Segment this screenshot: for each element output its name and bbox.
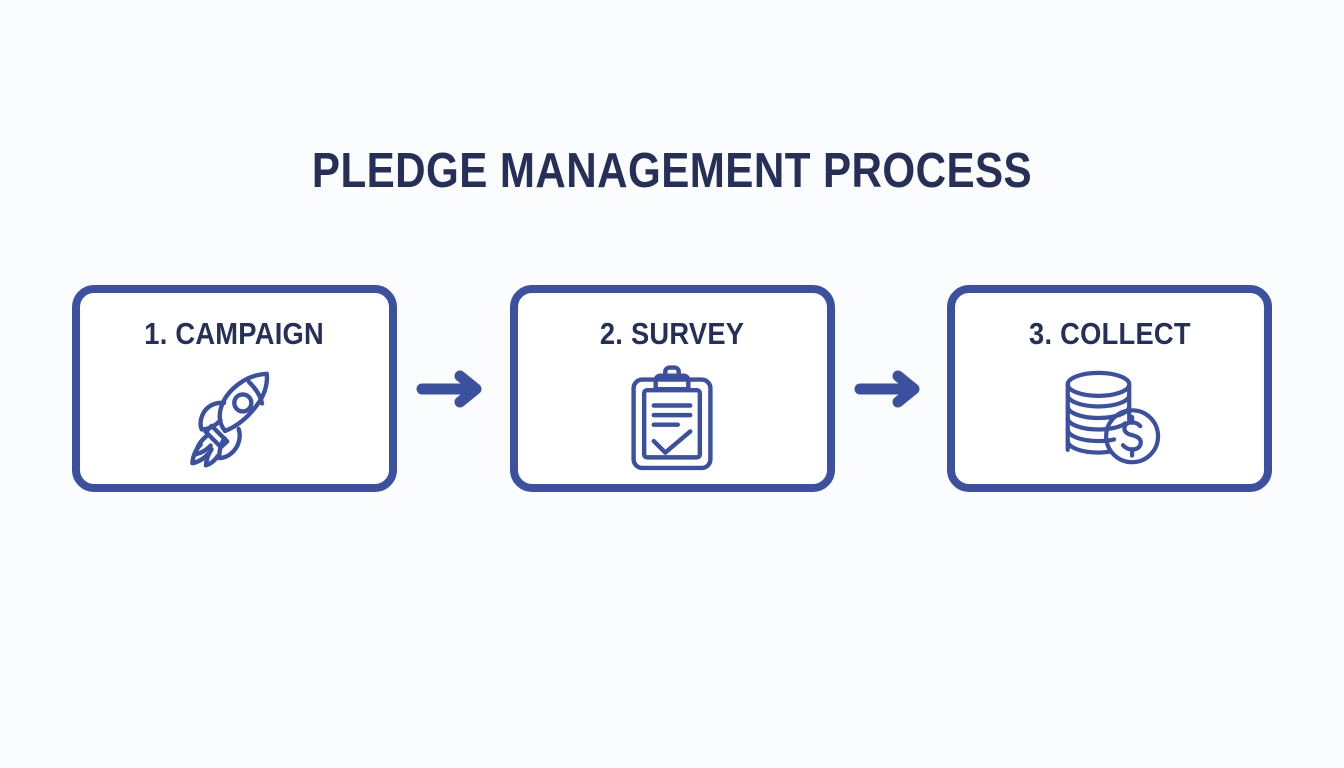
step-label-campaign: 1. CAMPAIGN bbox=[144, 316, 325, 351]
page-title: PLEDGE MANAGEMENT PROCESS bbox=[311, 144, 1033, 198]
step-label-survey: 2. SURVEY bbox=[599, 316, 745, 351]
step-card-survey[interactable]: 2. SURVEY bbox=[509, 285, 835, 492]
step-card-collect[interactable]: 3. COLLECT bbox=[947, 285, 1272, 492]
step-label-collect: 3. COLLECT bbox=[1028, 316, 1191, 351]
step-card-campaign[interactable]: 1. CAMPAIGN bbox=[72, 285, 397, 492]
process-flow: 1. CAMPAIGN bbox=[72, 285, 1272, 492]
rocket-icon bbox=[180, 363, 290, 473]
coin-stack-dollar-icon bbox=[1055, 363, 1165, 473]
arrow-right-icon bbox=[414, 366, 492, 412]
clipboard-checklist-icon bbox=[617, 363, 727, 473]
arrow-right-icon bbox=[852, 366, 930, 412]
